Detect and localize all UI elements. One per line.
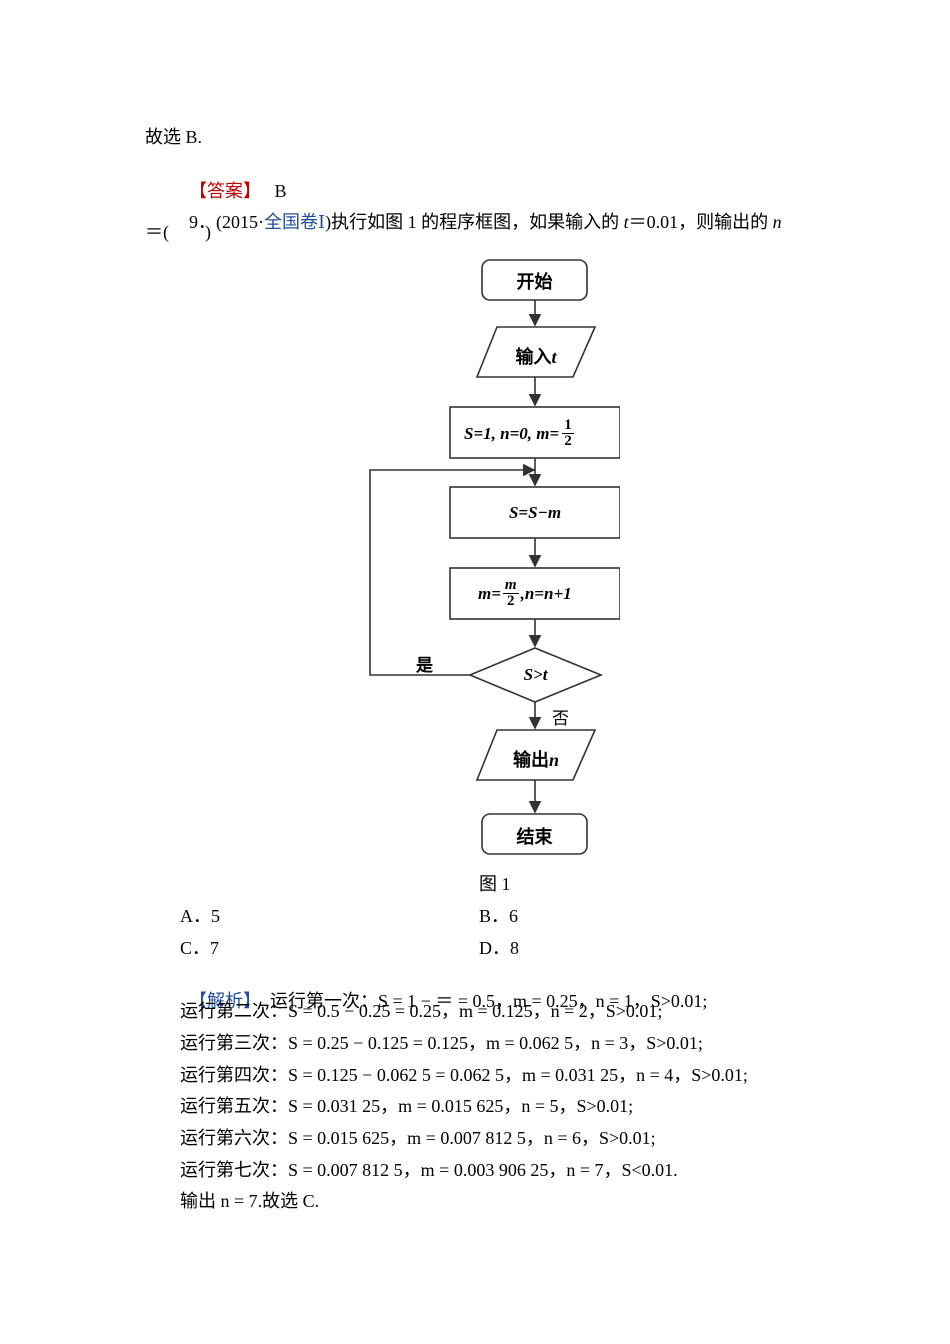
input-node — [475, 326, 597, 378]
solution-run-4: 运行第四次：S = 0.125 − 0.062 5 = 0.062 5，m = … — [180, 1065, 748, 1085]
output-var: n — [548, 750, 559, 770]
question-var-t: t — [623, 212, 629, 232]
answer-tag: 【答案】 — [189, 181, 252, 201]
figure-caption: 图 1 — [479, 874, 511, 894]
option-a: A．5 — [180, 906, 220, 926]
no-label: 否 — [552, 709, 569, 728]
solution-run-3: 运行第三次：S = 0.25 − 0.125 = 0.125，m = 0.062… — [180, 1033, 703, 1053]
end-node — [481, 813, 588, 855]
input-var: t — [551, 347, 557, 367]
solution-output: 输出 n = 7.故选 C. — [180, 1191, 320, 1211]
input-label: 输入t — [515, 347, 557, 367]
step1-label: S=S−m — [508, 503, 562, 522]
solution-run-2: 运行第二次：S = 0.5 − 0.25 = 0.25，m = 0.125，n … — [180, 1001, 663, 1021]
question-line: 9．(2015·全国卷Ⅰ)执行如图 1 的程序框图，如果输入的 t＝0.01，则… — [180, 189, 782, 233]
init-label: S=1, n=0, m= 1 2 — [464, 417, 574, 449]
output-node — [475, 729, 597, 781]
init-frac-num: 1 — [562, 417, 574, 434]
yes-loop-line — [369, 469, 535, 676]
solution-run-5: 运行第五次：S = 0.031 25，m = 0.015 625，n = 5，S… — [180, 1096, 634, 1116]
question-text-2: ＝0.01，则输出的 — [628, 212, 773, 232]
step2-label: m= m 2 ,n=n+1 — [478, 577, 572, 609]
question-number: 9．(2015· — [189, 212, 264, 232]
solution-run-6: 运行第六次：S = 0.015 625，m = 0.007 812 5，n = … — [180, 1128, 656, 1148]
option-b: B．6 — [479, 906, 519, 926]
decision-label: S>t — [523, 665, 548, 684]
step2-frac-num: m — [502, 577, 519, 594]
question-source: 全国卷Ⅰ — [264, 212, 326, 232]
question-line-2: ＝( ) — [145, 222, 211, 242]
question-text-1: )执行如图 1 的程序框图，如果输入的 — [325, 212, 624, 232]
step2-frac-den: 2 — [507, 593, 515, 609]
flowchart: 开始 输入t S=1, n=0, m= 1 2 S=S−m m= m 2 ,n=… — [360, 255, 620, 865]
end-label: 结束 — [516, 827, 553, 847]
output-label: 输出n — [512, 750, 559, 770]
option-c: C．7 — [180, 938, 220, 958]
answer-value: B — [274, 181, 287, 201]
start-label: 开始 — [516, 272, 553, 292]
answer-line: 【答案】 B — [180, 158, 287, 202]
solution-tag: 【解析】 — [189, 991, 252, 1011]
question-var-n: n — [772, 212, 782, 232]
solution-line-1: 【解析】 运行第一次：S = 1 − ＝ = 0.5，m = 0.25，n = … — [180, 968, 707, 1012]
option-d: D．8 — [479, 938, 519, 958]
conclusion-line: 故选 B. — [145, 127, 203, 147]
solution-run-1: 运行第一次：S = 1 − ＝ = 0.5，m = 0.25，n = 1，S>0… — [270, 991, 708, 1011]
solution-run-7: 运行第七次：S = 0.007 812 5，m = 0.003 906 25，n… — [180, 1160, 678, 1180]
init-frac-den: 2 — [564, 433, 572, 449]
yes-label: 是 — [416, 656, 433, 675]
flowchart-svg — [369, 259, 620, 855]
